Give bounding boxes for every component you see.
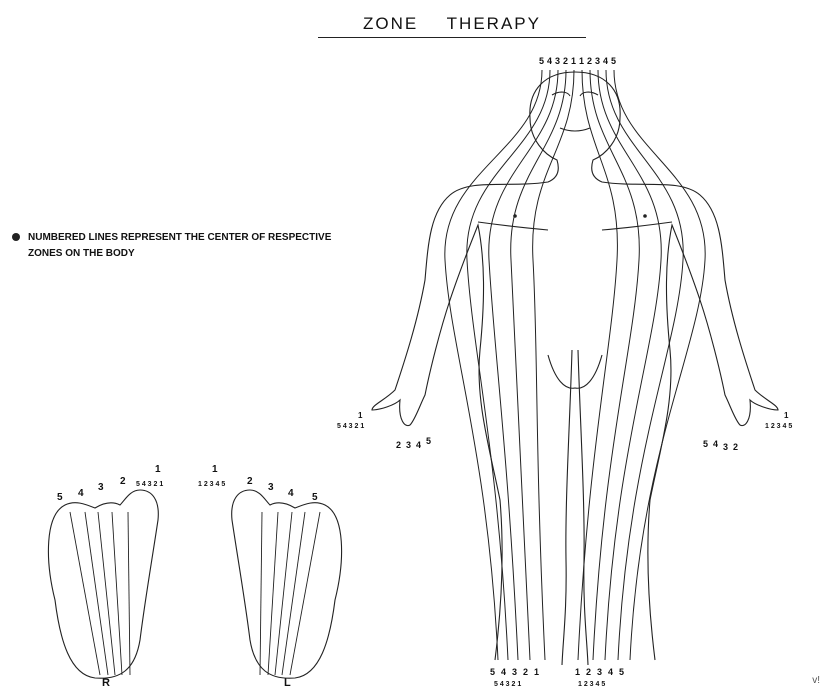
left-foot-label: L [284,677,291,689]
foot-zone-label: 2 [586,667,591,677]
right-foot-label: R [102,677,110,689]
hand-zone-label: 5 4 3 2 1 [337,423,364,430]
right-foot-big-toe-label: 5 4 3 2 1 [136,481,163,488]
hand-zone-label: 5 [426,436,431,446]
right-foot-toe-number: 2 [120,476,126,487]
zone-line [614,70,705,660]
hand-zone-label: 4 [713,439,718,449]
hand-zone-label: 3 [406,440,411,450]
foot-zone-label: 1 2 3 4 5 [578,681,605,688]
right-foot-toe-number: 4 [78,488,84,499]
hand-zone-label: 1 2 3 4 5 [765,423,792,430]
zone-number-label: 2 [587,56,592,66]
hand-zone-label: 5 [703,439,708,449]
left-foot-zone-line [268,512,278,675]
hand-zone-label: 2 [733,442,738,452]
left-nipple-dot [643,214,647,218]
foot-zone-label: 3 [597,667,602,677]
right-foot-zone-line [70,512,100,675]
zone-line [590,70,639,660]
left-foot-toe-number: 3 [268,482,274,493]
hand-zone-label: 4 [416,440,421,450]
zone-number-label: 1 [579,56,584,66]
left-foot-toe-number: 1 [212,464,218,475]
foot-zone-label: 1 [575,667,580,677]
zone-number-label: 3 [555,56,560,66]
zone-number-label: 5 [611,56,616,66]
right-nipple-dot [513,214,517,218]
zone-line [598,70,661,660]
left-foot-toe-number: 5 [312,492,318,503]
foot-zone-label: 5 [490,667,495,677]
left-foot-outline [232,490,342,678]
right-foot-zone-line [85,512,108,675]
foot-zone-label: 4 [608,667,613,677]
right-foot-zone-line [98,512,115,675]
zone-number-label: 4 [603,56,608,66]
zone-number-label: 1 [571,56,576,66]
foot-zone-label: 4 [501,667,506,677]
hand-zone-label: 3 [723,442,728,452]
right-foot-outline [48,490,158,678]
right-foot-toe-number: 1 [155,464,161,475]
zone-number-label: 4 [547,56,552,66]
right-foot-zone-line [112,512,122,675]
foot-zone-label: 5 [619,667,624,677]
zone-line [489,70,558,660]
foot-zone-label: 1 [534,667,539,677]
left-foot-toe-number: 4 [288,488,294,499]
foot-zone-label: 2 [523,667,528,677]
body-outline [372,72,778,660]
hand-zone-label: 1 [358,411,363,420]
foot-zone-label: 3 [512,667,517,677]
zone-line [445,70,542,660]
zone-number-label: 5 [539,56,544,66]
right-foot-toe-number: 3 [98,482,104,493]
zone-line [533,70,574,660]
right-foot-zone-line [128,512,130,675]
left-foot-zone-line [282,512,305,675]
zone-line [511,70,566,660]
zone-number-label: 2 [563,56,568,66]
left-foot-toe-number: 2 [247,476,253,487]
zone-number-label: 3 [595,56,600,66]
inner-leg-lines [562,350,588,665]
left-foot-zone-line [275,512,292,675]
hand-zone-label: 2 [396,440,401,450]
left-foot-zone-line [290,512,320,675]
hand-zone-label: 1 [784,411,789,420]
left-foot-big-toe-label: 1 2 3 4 5 [198,481,225,488]
foot-zone-label: 5 4 3 2 1 [494,681,521,688]
right-foot-toe-number: 5 [57,492,63,503]
left-foot-zone-line [260,512,262,675]
corner-mark: v! [812,675,820,686]
